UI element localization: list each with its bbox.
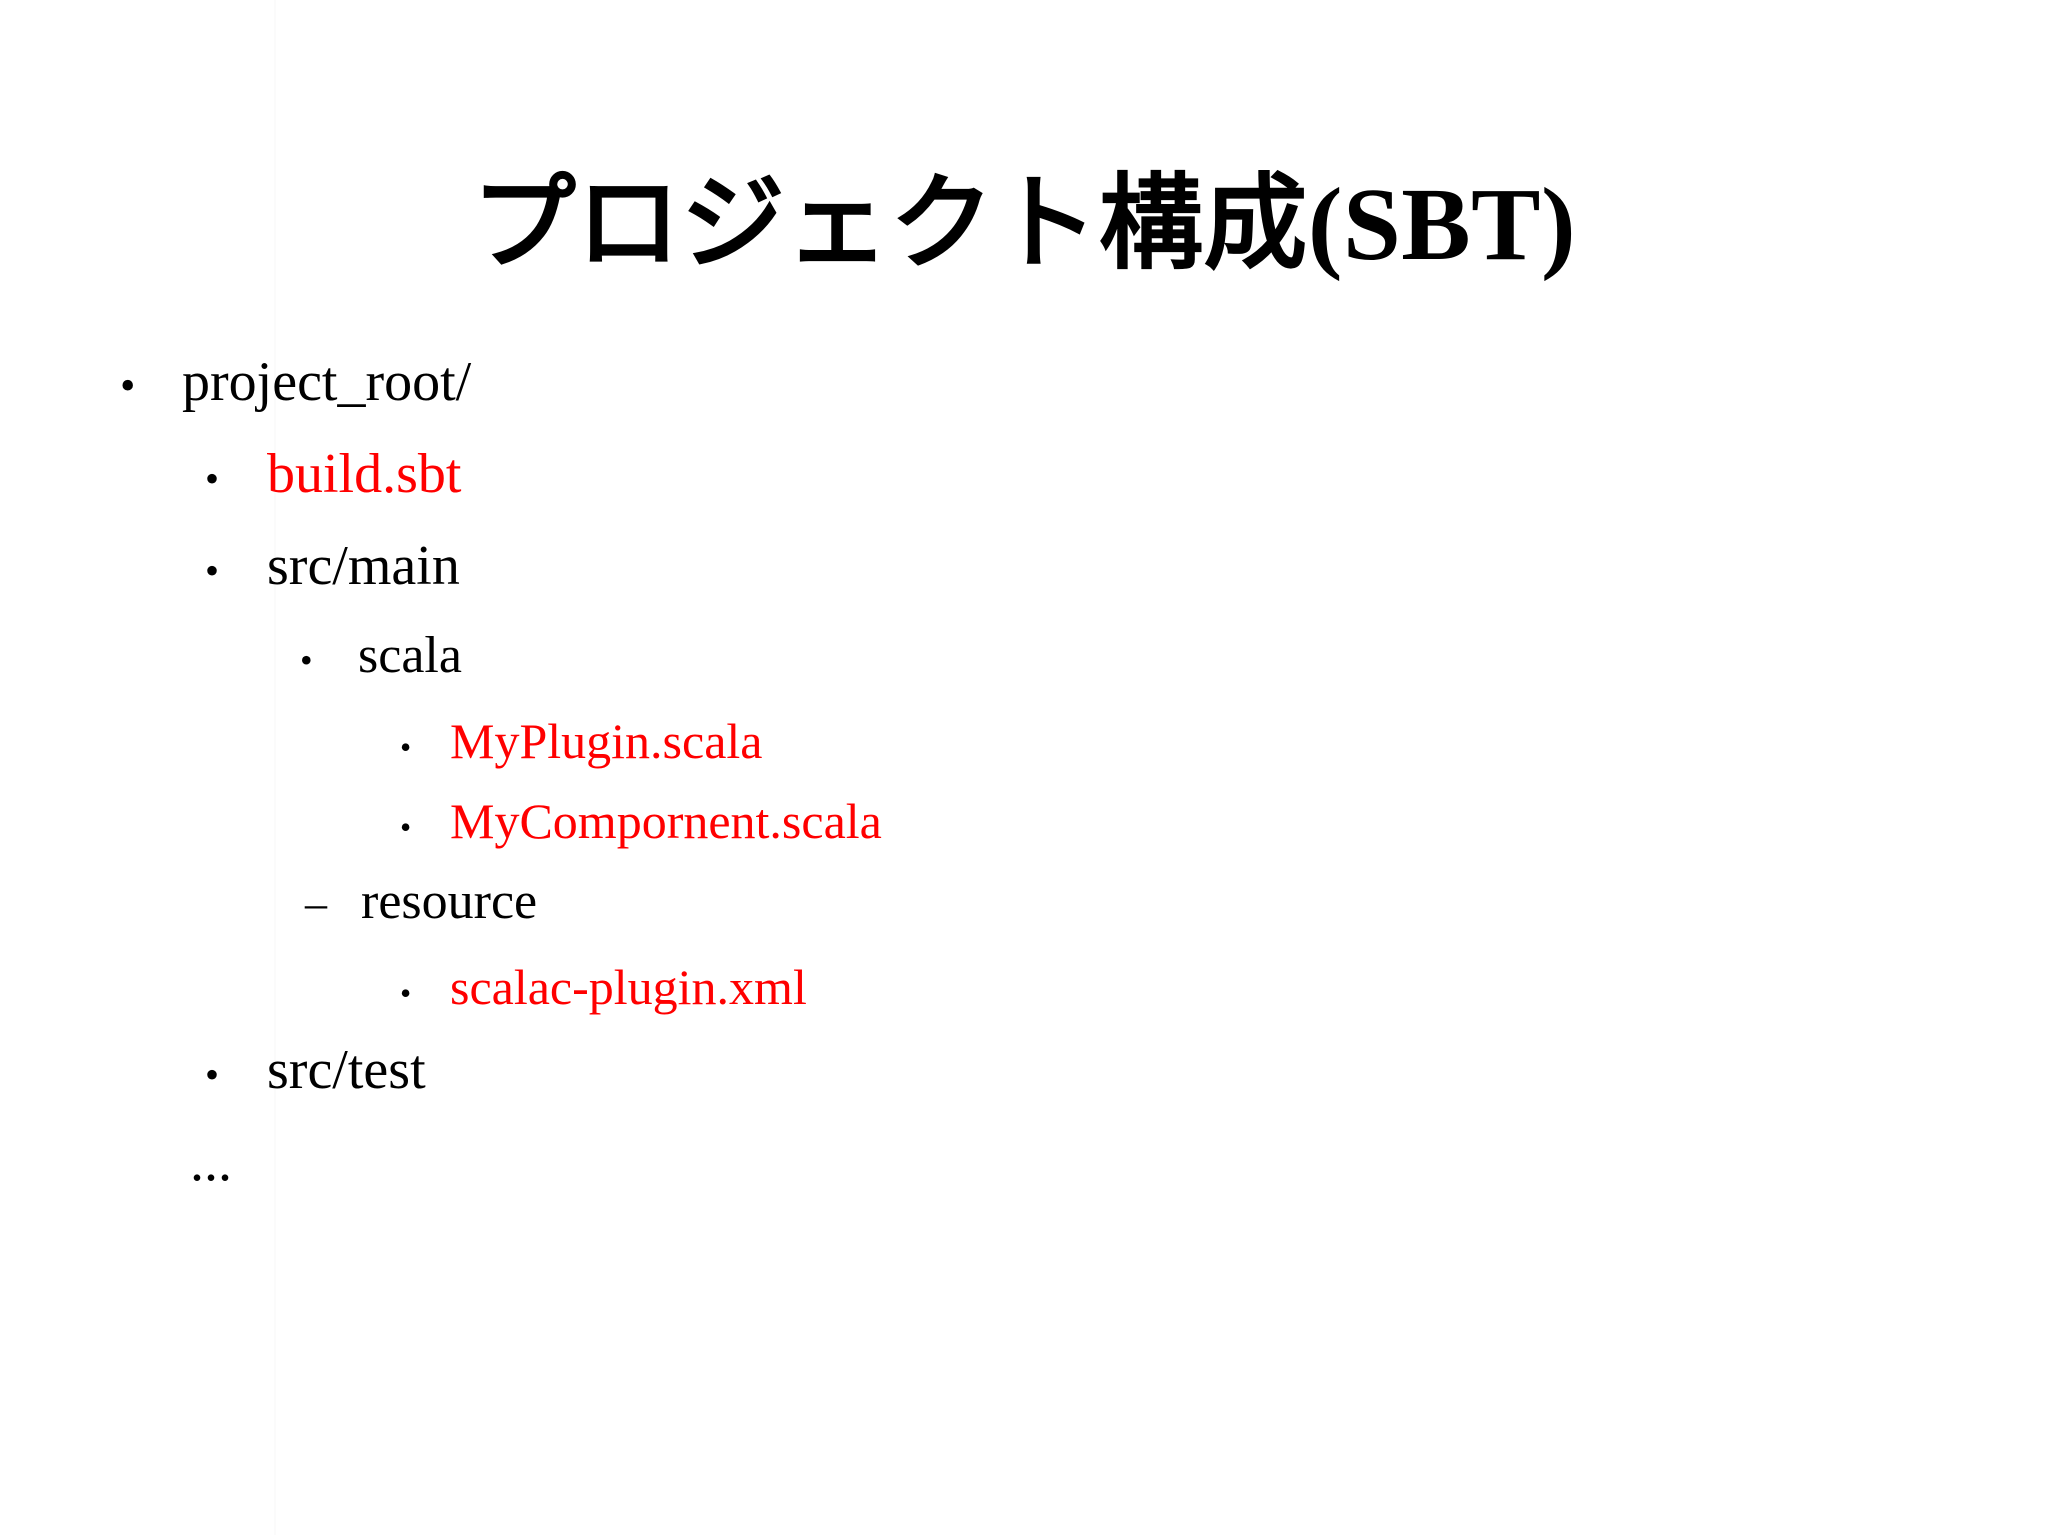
list-item-label: resource bbox=[361, 873, 538, 930]
vertical-guide-line bbox=[274, 0, 276, 1535]
bullet-disc-icon: • bbox=[400, 975, 412, 1011]
list-item-label: src/test bbox=[267, 1039, 426, 1101]
list-item-label: scala bbox=[358, 627, 462, 684]
list-item: • build.sbt bbox=[0, 442, 2048, 534]
list-item: • project_root/ bbox=[0, 350, 2048, 442]
list-item-label: MyPlugin.scala bbox=[450, 713, 763, 769]
list-item: • MyPlugin.scala bbox=[0, 712, 2048, 792]
page-title: プロジェクト構成(SBT) bbox=[471, 166, 1577, 282]
list-item-label: project_root/ bbox=[182, 351, 472, 413]
bullet-disc-icon: • bbox=[205, 1052, 220, 1097]
ellipsis-label: ... bbox=[190, 1131, 232, 1193]
bullet-disc-icon: • bbox=[400, 809, 412, 845]
bullet-disc-icon: • bbox=[205, 548, 220, 593]
list-item-label: src/main bbox=[267, 535, 460, 597]
bullet-disc-icon: • bbox=[120, 361, 136, 410]
bullet-disc-icon: • bbox=[205, 456, 220, 501]
list-item-ellipsis: ... bbox=[0, 1130, 2048, 1222]
bullet-disc-icon: • bbox=[400, 729, 412, 765]
list-item: • src/main bbox=[0, 534, 2048, 626]
list-item: – resource bbox=[0, 872, 2048, 958]
list-item: • scala bbox=[0, 626, 2048, 712]
list-item-label: build.sbt bbox=[267, 443, 462, 505]
outline-list: • project_root/ • build.sbt • src/main •… bbox=[0, 350, 2048, 1222]
list-item: • MyCompornent.scala bbox=[0, 792, 2048, 872]
list-item-label: scalac-plugin.xml bbox=[450, 959, 807, 1015]
list-item: • src/test bbox=[0, 1038, 2048, 1130]
bullet-disc-icon: • bbox=[300, 640, 313, 680]
bullet-dash-icon: – bbox=[305, 879, 327, 928]
list-item-label: MyCompornent.scala bbox=[450, 793, 882, 849]
list-item: • scalac-plugin.xml bbox=[0, 958, 2048, 1038]
